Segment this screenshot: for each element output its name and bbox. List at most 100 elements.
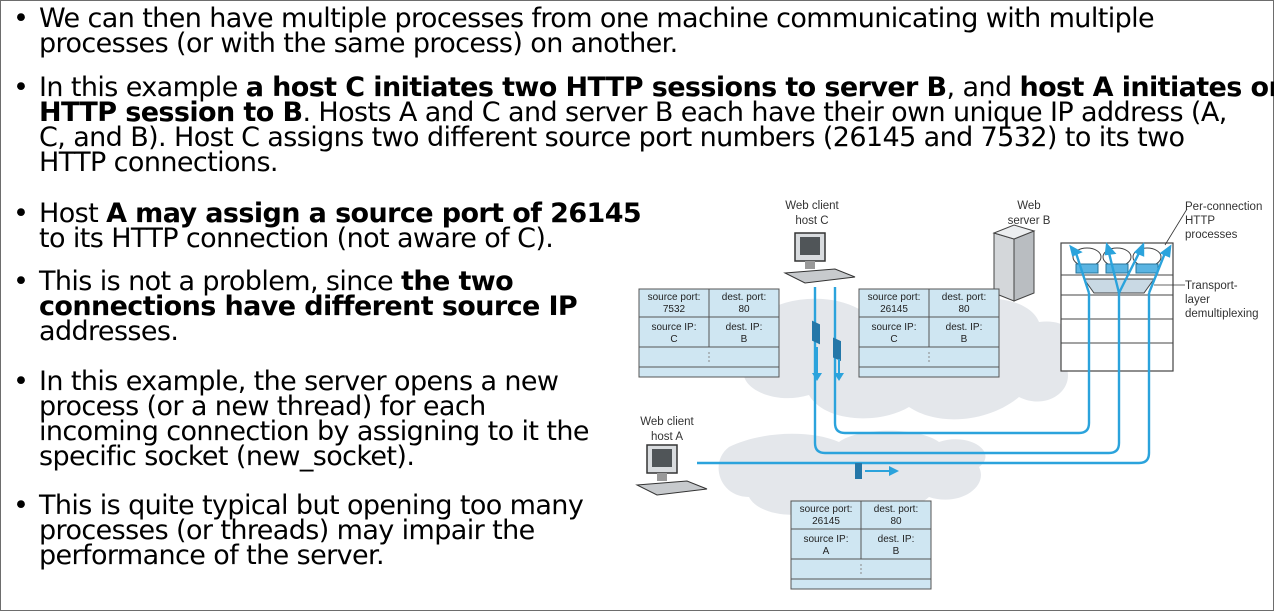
fan-arrows [1069, 242, 1172, 294]
per-connection-label-3: processes [1185, 229, 1238, 241]
seg2-dst-port: 80 [958, 304, 970, 315]
bullet-line: specific socket (new_socket). [39, 441, 589, 472]
transport-label-1: Transport- [1185, 280, 1238, 292]
segment-table-c-26145: source port: 26145 dest. port: 80 source… [858, 288, 1000, 378]
demultiplexing-diagram: source port: 7532 dest. port: 80 source … [635, 200, 1262, 590]
bullet-marker: • [13, 72, 29, 103]
bullet-marker: • [13, 490, 29, 521]
seg3-src-port-label: source port: [800, 504, 853, 515]
segment-table-c-7532: source port: 7532 dest. port: 80 source … [638, 288, 780, 378]
text-run: performance of the server. [39, 540, 385, 571]
seg2-src-port: 26145 [880, 304, 908, 315]
bullet-line: process (or a new thread) for each [39, 391, 589, 422]
text-run: incoming connection by assigning to it t… [39, 416, 590, 447]
bullet-line: In this example, the server opens a new [39, 366, 589, 397]
seg1-dst-port-label: dest. port: [722, 292, 766, 303]
seg3-src-ip: A [823, 546, 830, 557]
text-run: In this example [39, 72, 246, 103]
bullet-line: processes (or with the same process) on … [39, 28, 1154, 59]
bullet-line: In this example a host C initiates two H… [39, 72, 1274, 103]
bold-run: HTTP session to B [39, 97, 303, 128]
bullet-line: HTTP connections. [39, 147, 1274, 178]
bullet-line: This is not a problem, since the two [39, 266, 577, 297]
text-run: , and [946, 72, 1020, 103]
text-run: addresses. [39, 316, 179, 347]
bold-run: the two [401, 266, 514, 297]
server-b-icon [992, 224, 1036, 302]
text-run: In this example, the server opens a new [39, 366, 559, 397]
bullet-line: connections have different source IP [39, 291, 578, 322]
text-run: processes (or threads) may impair the [39, 515, 535, 546]
seg1-dst-ip: B [741, 334, 748, 345]
web-server-b-label-1: Web [1017, 200, 1040, 212]
text-run: This is quite typical but opening too ma… [39, 490, 584, 521]
text-run: C, and B). Host C assigns two different … [39, 122, 1185, 153]
text-run: This is not a problem, since [39, 266, 402, 297]
seg1-dst-port: 80 [738, 304, 750, 315]
bullet-line: We can then have multiple processes from… [39, 3, 1155, 34]
bullet-marker: • [13, 3, 29, 34]
seg3-dst-ip: B [893, 546, 900, 557]
seg1-src-ip-label: source IP: [651, 322, 696, 333]
segment-table-a-26145: source port: 26145 dest. port: 80 source… [790, 500, 932, 590]
seg3-dst-ip-label: dest. IP: [878, 534, 915, 545]
bullet-text: In this example a host C initiates two H… [39, 72, 1274, 178]
host-a-computer-icon [635, 444, 708, 496]
bullet-text: This is quite typical but opening too ma… [39, 490, 584, 571]
text-run: process (or a new thread) for each [39, 391, 486, 422]
web-client-a-label-1: Web client [640, 416, 694, 428]
bold-run: connections have different source IP [39, 291, 578, 322]
per-connection-label-1: Per-connection [1185, 201, 1262, 213]
packet-arrow-c1 [812, 320, 822, 381]
bullet-line: to its HTTP connection (not aware of C). [39, 223, 641, 254]
web-client-a-label-2: host A [651, 431, 683, 443]
bullet-text: We can then have multiple processes from… [39, 3, 1155, 59]
seg2-src-ip-label: source IP: [871, 322, 916, 333]
bold-run: A may assign a source port of 26145 [106, 198, 642, 229]
seg3-src-ip-label: source IP: [803, 534, 848, 545]
bullet-line: HTTP session to B. Hosts A and C and ser… [39, 97, 1274, 128]
bullet-text: Host A may assign a source port of 26145… [39, 198, 642, 254]
transport-label-2: layer [1185, 294, 1210, 306]
seg1-dst-ip-label: dest. IP: [726, 322, 763, 333]
text-run: HTTP connections. [39, 147, 279, 178]
seg1-src-port-label: source port: [648, 292, 701, 303]
per-connection-leader [1164, 208, 1188, 246]
seg2-src-ip: C [890, 334, 897, 345]
seg2-dst-port-label: dest. port: [942, 292, 986, 303]
network-cloud-lower [718, 430, 986, 515]
bullet-line: performance of the server. [39, 540, 583, 571]
seg1-src-port: 7532 [663, 304, 686, 315]
packet-arrow-a [855, 463, 899, 479]
seg3-dst-port-label: dest. port: [874, 504, 918, 515]
text-run: processes (or with the same process) on … [39, 28, 678, 59]
bullet-marker: • [13, 198, 29, 229]
bold-run: host A initiates one [1019, 72, 1274, 103]
bullet-line: This is quite typical but opening too ma… [39, 490, 584, 521]
host-c-computer-icon [783, 232, 856, 284]
packet-arrow-c2 [833, 337, 844, 381]
text-run: We can then have multiple processes from… [39, 3, 1155, 34]
seg2-src-port-label: source port: [868, 292, 921, 303]
transport-label-3: demultiplexing [1185, 308, 1259, 320]
connection-arrows [697, 287, 1151, 465]
text-run: to its HTTP connection (not aware of C). [39, 223, 554, 254]
bullet-marker: • [13, 366, 29, 397]
bold-run: a host C initiates two HTTP sessions to … [245, 72, 947, 103]
seg3-dst-port: 80 [890, 516, 902, 527]
per-connection-label-2: HTTP [1185, 215, 1215, 227]
text-run: specific socket (new_socket). [39, 441, 415, 472]
bullet-line: incoming connection by assigning to it t… [39, 416, 590, 447]
web-client-c-label-1: Web client [785, 200, 839, 212]
bullet-line: C, and B). Host C assigns two different … [39, 122, 1274, 153]
web-client-c-label-2: host C [795, 215, 828, 227]
web-server-b-label-2: server B [1008, 215, 1051, 227]
bullet-line: Host A may assign a source port of 26145 [39, 198, 642, 229]
seg1-src-ip: C [670, 334, 677, 345]
bullet-line: addresses. [39, 316, 577, 347]
seg2-dst-ip: B [961, 334, 968, 345]
bullet-marker: • [13, 266, 29, 297]
bullet-line: processes (or threads) may impair the [39, 515, 583, 546]
